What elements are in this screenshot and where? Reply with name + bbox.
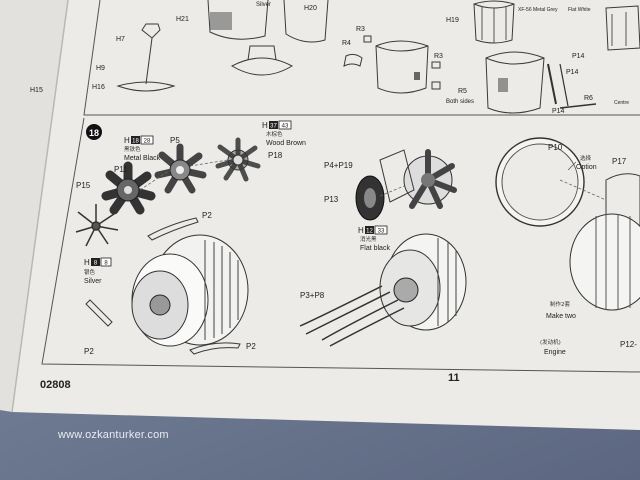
step-18-drawings	[75, 137, 640, 355]
label-h9: H9	[96, 65, 105, 72]
svg-text:木棕色: 木棕色	[266, 130, 283, 138]
part-p15-pushrods	[75, 204, 119, 247]
page-number: 11	[448, 372, 460, 384]
part-p3-p8-rods	[299, 285, 405, 347]
label-r3a: R3	[356, 26, 365, 33]
kit-code: 02808	[40, 379, 71, 391]
top-section-drawings	[116, 0, 640, 114]
label-silver-top: Silver	[256, 2, 271, 8]
svg-text:H: H	[124, 136, 130, 145]
tag-centre: Centre	[614, 100, 629, 106]
label-h19: H19	[446, 17, 459, 24]
watermark: www.ozkanturker.com	[58, 429, 169, 441]
svg-text:选择: 选择	[580, 154, 592, 162]
svg-text:Make two: Make two	[546, 313, 576, 320]
part-p4-p19-crankcase	[379, 149, 457, 209]
step-number: 18	[89, 128, 99, 138]
label-p13: P13	[324, 195, 339, 204]
svg-text:黑铁色: 黑铁色	[124, 145, 141, 153]
label-h21: H21	[176, 16, 189, 23]
label-p4-p19: P4+P19	[324, 161, 353, 170]
engine-note: (发动机) Engine	[540, 338, 566, 356]
paint-callout-flat-black: H 12 33 消光黑 Flat black	[358, 225, 390, 252]
svg-text:银色: 银色	[84, 268, 96, 276]
svg-text:33: 33	[378, 229, 385, 235]
label-p3-p8: P3+P8	[300, 291, 325, 300]
svg-text:Flat black: Flat black	[360, 245, 390, 252]
label-r5: R5	[458, 88, 467, 95]
make-two-note: 制作2套 Make two	[546, 300, 576, 320]
engine-assembly-right	[569, 213, 640, 311]
svg-text:8: 8	[94, 261, 98, 267]
part-p13-disc	[355, 175, 385, 221]
label-p14b: P14	[566, 69, 579, 76]
svg-text:Silver: Silver	[84, 278, 102, 285]
svg-text:28: 28	[144, 139, 151, 145]
svg-text:H: H	[358, 226, 364, 235]
step-frame	[83, 0, 640, 116]
svg-text:Engine: Engine	[544, 349, 566, 356]
engine-assembly-left	[131, 234, 249, 347]
paint-callout-wood-brown: H 37 43 木棕色 Wood Brown	[262, 120, 306, 147]
part-p10-cowling	[495, 137, 585, 227]
svg-text:H: H	[262, 121, 268, 130]
label-h20: H20	[304, 5, 317, 12]
label-p11: P11	[114, 165, 128, 174]
tag-metal-grey: XF-56 Metal Grey	[518, 7, 558, 13]
label-both-sides: Both sides	[446, 99, 474, 105]
svg-text:18: 18	[132, 139, 139, 145]
label-p5: P5	[170, 136, 180, 145]
svg-text:制作2套: 制作2套	[550, 300, 570, 308]
label-h7: H7	[116, 36, 125, 43]
label-p17: P17	[612, 157, 627, 166]
label-p10: P10	[548, 143, 563, 152]
label-p2-c: P2	[246, 342, 256, 351]
svg-text:消光黑: 消光黑	[360, 235, 377, 243]
svg-text:12: 12	[366, 229, 373, 235]
step-18: 18	[86, 124, 102, 140]
svg-text:8: 8	[104, 261, 108, 267]
svg-text:(发动机): (发动机)	[540, 338, 561, 346]
part-p18-crankcase-rear	[215, 137, 261, 182]
engine-assembly-middle	[379, 233, 467, 331]
paint-callout-silver: H 8 8 银色 Silver	[84, 257, 112, 285]
svg-text:43: 43	[282, 124, 289, 130]
label-r4: R4	[342, 40, 351, 47]
step-18-part-labels: P5 P11 P18 P15 P2 P2 P2 P4+P19 P13 P3+P8…	[76, 136, 637, 356]
label-h15: H15	[30, 87, 43, 94]
svg-text:37: 37	[270, 124, 277, 130]
label-h16: H16	[92, 84, 105, 91]
label-p14c: P14	[552, 108, 565, 115]
label-r6: R6	[584, 95, 593, 102]
main-frame	[41, 117, 640, 373]
part-p5-cylinders	[154, 143, 207, 194]
option-callout: 选择 Option	[567, 154, 597, 171]
label-p2-a: P2	[202, 211, 212, 220]
label-p2-b: P2	[84, 347, 94, 356]
page-paper-left	[0, 0, 68, 412]
svg-text:Metal Black: Metal Black	[124, 155, 161, 162]
svg-text:Wood Brown: Wood Brown	[266, 140, 306, 147]
svg-text:H: H	[84, 258, 90, 267]
label-p14a: P14	[572, 53, 585, 60]
svg-text:Option: Option	[576, 164, 597, 171]
label-p12: P12-	[620, 340, 637, 349]
paint-callout-metal-black: H 18 28 黑铁色 Metal Black	[124, 135, 161, 162]
part-p11-front-cylinders	[101, 161, 156, 215]
tag-flat-white: Flat White	[568, 7, 591, 13]
step-number-badge	[86, 124, 102, 140]
top-section-labels: H21 H20 H7 H9 H16 H15 Silver R3 R4 R3 R5…	[30, 2, 629, 115]
label-p18: P18	[268, 151, 283, 160]
label-r3b: R3	[434, 53, 443, 60]
label-p15: P15	[76, 181, 91, 190]
